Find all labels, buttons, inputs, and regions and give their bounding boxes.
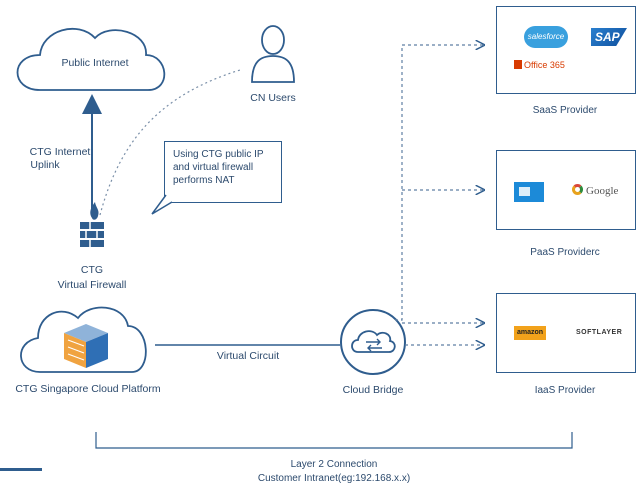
cloud-platform-label: CTG Singapore Cloud Platform bbox=[15, 383, 161, 395]
callout-pointer bbox=[151, 194, 173, 215]
iaas-label: IaaS Provider bbox=[534, 385, 596, 396]
callout-line-1: Using CTG public IP bbox=[173, 149, 264, 160]
virtual-circuit-label: Virtual Circuit bbox=[216, 350, 280, 362]
server-stack-icon bbox=[64, 324, 108, 368]
saas-provider-box bbox=[496, 6, 636, 94]
firewall-icon bbox=[80, 202, 104, 247]
uplink-label-1: CTG Internet bbox=[29, 146, 91, 158]
sap-logo: SAP bbox=[591, 28, 627, 46]
layer2-label-2: Customer Intranet(eg:192.168.x.x) bbox=[257, 473, 411, 484]
google-logo: Google bbox=[572, 184, 618, 197]
callout-line-3: performs NAT bbox=[173, 175, 235, 186]
windows-azure-logo-icon bbox=[514, 182, 544, 202]
cloud-bridge-label: Cloud Bridge bbox=[342, 384, 404, 396]
paas-label: PaaS Providerc bbox=[530, 247, 600, 258]
office365-logo: Office 365 bbox=[514, 60, 565, 70]
accent-bar bbox=[0, 468, 42, 471]
public-internet-label: Public Internet bbox=[61, 57, 129, 69]
google-icon bbox=[572, 184, 583, 195]
office-icon bbox=[514, 60, 522, 69]
cloud-bridge-icon bbox=[351, 330, 396, 353]
nat-callout: Using CTG public IP and virtual firewall… bbox=[164, 141, 282, 203]
cn-user-icon bbox=[251, 25, 295, 83]
layer2-label-1: Layer 2 Connection bbox=[290, 459, 378, 470]
softlayer-logo: SOFTLAYER bbox=[576, 329, 623, 336]
firewall-label-1: CTG bbox=[80, 264, 104, 276]
public-internet-cloud-icon bbox=[16, 28, 166, 91]
layer2-bracket bbox=[95, 432, 573, 449]
callout-line-2: and virtual firewall bbox=[173, 162, 254, 173]
amazon-logo: amazon bbox=[514, 326, 546, 340]
salesforce-logo: salesforce bbox=[524, 26, 568, 48]
uplink-label-2: Uplink bbox=[30, 159, 60, 171]
firewall-label-2: Virtual Firewall bbox=[57, 279, 127, 291]
saas-label: SaaS Provider bbox=[532, 105, 598, 116]
provider-connections bbox=[395, 45, 484, 345]
cn-users-label: CN Users bbox=[250, 92, 296, 104]
